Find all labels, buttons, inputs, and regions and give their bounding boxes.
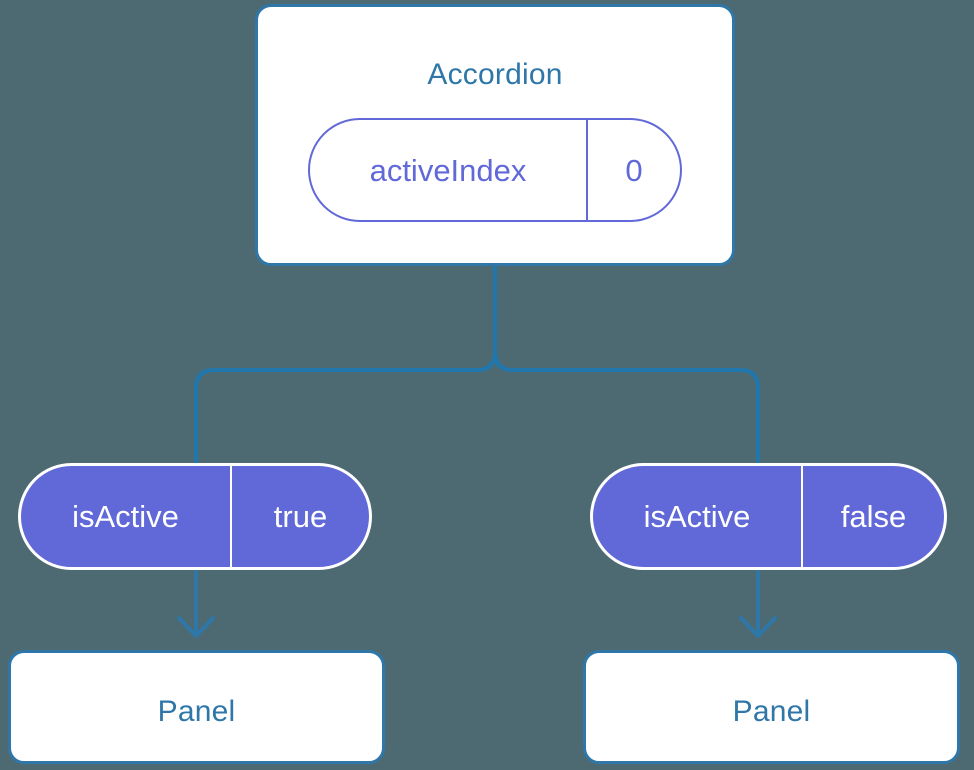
panel-node-right[interactable]: Panel <box>583 650 960 764</box>
prop-pill-is-active-true[interactable]: isActive true <box>18 463 372 570</box>
arrow-down-icon-right <box>739 570 777 638</box>
prop-pill-value: true <box>273 499 328 534</box>
panel-node-right-title: Panel <box>732 695 811 728</box>
arrow-down-icon-left <box>177 570 215 638</box>
prop-pill-is-active-false[interactable]: isActive false <box>590 463 947 570</box>
prop-pill-key: isActive <box>593 466 803 567</box>
panel-node-left[interactable]: Panel <box>8 650 385 764</box>
state-pill-key: activeIndex <box>310 120 588 220</box>
state-pill-active-index[interactable]: activeIndex 0 <box>308 118 682 222</box>
state-pill-value: 0 <box>625 152 643 188</box>
tree-connector-path-right <box>493 264 760 465</box>
prop-pill-key: isActive <box>21 466 232 567</box>
panel-node-left-title: Panel <box>157 695 236 728</box>
tree-connector-path <box>194 264 497 465</box>
accordion-node-title: Accordion <box>427 58 563 91</box>
prop-pill-value: false <box>840 499 907 534</box>
